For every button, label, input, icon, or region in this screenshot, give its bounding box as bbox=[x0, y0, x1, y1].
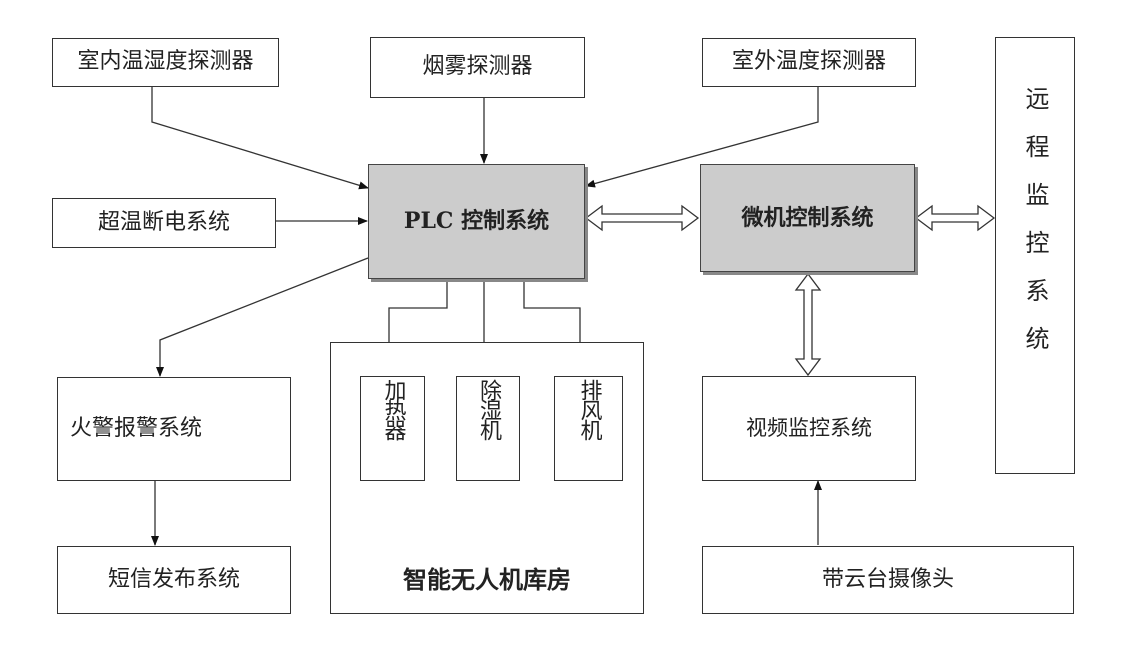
plc-control-label: PLC 控制系统 bbox=[403, 208, 550, 235]
sms-box: 短信发布系统 bbox=[57, 546, 291, 614]
double-arrow-plc-micro bbox=[584, 204, 700, 232]
heater-label: 加热器 bbox=[380, 379, 406, 439]
sms-label: 短信发布系统 bbox=[107, 566, 240, 592]
warehouse-label: 智能无人机库房 bbox=[403, 566, 571, 595]
smoke-sensor-box: 烟雾探测器 bbox=[370, 37, 585, 98]
outdoor-sensor-box: 室外温度探测器 bbox=[702, 38, 916, 87]
outdoor-sensor-label: 室外温度探测器 bbox=[731, 49, 886, 75]
dehumidifier-box: 除湿机 bbox=[456, 376, 520, 481]
double-arrow-micro-remote bbox=[914, 204, 996, 232]
double-arrow-micro-video bbox=[794, 272, 822, 377]
arrow-plc-to-exhaust bbox=[523, 278, 584, 373]
smoke-sensor-label: 烟雾探测器 bbox=[422, 54, 533, 80]
exhaust-fan-box: 排风机 bbox=[554, 376, 623, 481]
fire-alarm-box: 火警报警系统 bbox=[57, 377, 291, 481]
heater-box: 加热器 bbox=[360, 376, 425, 481]
overtemp-cutoff-box: 超温断电系统 bbox=[52, 198, 276, 248]
video-monitor-box: 视频监控系统 bbox=[702, 376, 916, 481]
micro-control-label: 微机控制系统 bbox=[741, 204, 874, 231]
exhaust-fan-label: 排风机 bbox=[576, 379, 602, 439]
dehumidifier-label: 除湿机 bbox=[476, 379, 501, 439]
plc-control-box: PLC 控制系统 bbox=[368, 164, 585, 279]
video-monitor-label: 视频监控系统 bbox=[746, 415, 872, 440]
indoor-sensor-label: 室内温湿度探测器 bbox=[77, 49, 254, 75]
fire-alarm-label: 火警报警系统 bbox=[70, 415, 203, 441]
arrow-plc-to-heater bbox=[385, 278, 448, 373]
arrow-plc-to-fire-alarm bbox=[156, 257, 369, 377]
ptz-camera-box: 带云台摄像头 bbox=[702, 546, 1074, 614]
micro-control-box: 微机控制系统 bbox=[700, 164, 915, 272]
ptz-camera-label: 带云台摄像头 bbox=[821, 566, 954, 592]
arrow-indoor-to-plc bbox=[151, 86, 369, 190]
arrow-outdoor-to-plc bbox=[585, 86, 819, 188]
remote-monitor-box: 远程监控系统 bbox=[995, 37, 1075, 474]
remote-monitor-label: 远程监控系统 bbox=[1021, 86, 1049, 374]
overtemp-cutoff-label: 超温断电系统 bbox=[97, 209, 230, 235]
indoor-sensor-box: 室内温湿度探测器 bbox=[52, 38, 279, 87]
